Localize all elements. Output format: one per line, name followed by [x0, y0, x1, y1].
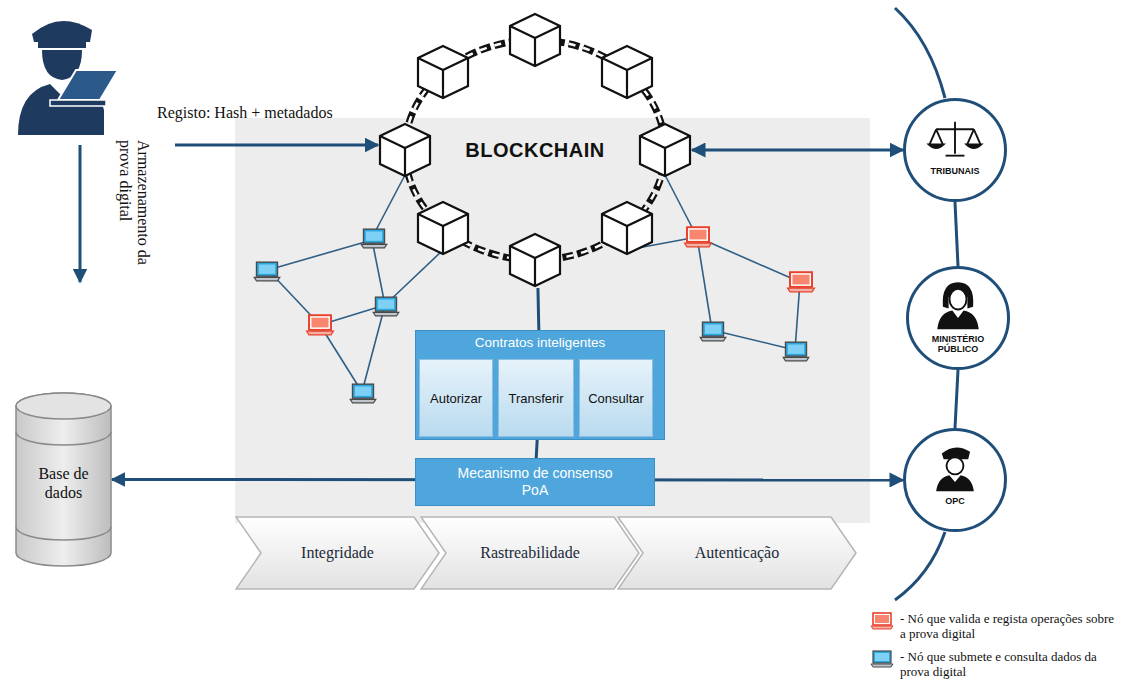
node-text: Transferir — [508, 391, 563, 406]
connector — [692, 149, 903, 152]
contracts-box: Contratos inteligentesAutorizar Transferi… — [415, 330, 665, 440]
actor-circle: TRIBUNAIS — [903, 98, 1007, 202]
connector — [955, 370, 958, 428]
node-text: Autorizar — [430, 391, 482, 406]
node-text: Integridade — [301, 544, 374, 562]
node-text: Contratos inteligentes — [416, 331, 664, 350]
node-text: Mecanismo de consenso PoA — [450, 465, 620, 499]
node-text: TRIBUNAIS — [916, 167, 994, 177]
legend-swatch — [870, 650, 894, 668]
property-chevron: Integridade — [235, 516, 440, 590]
legend-row: - Nó que valida e regista operações sobr… — [870, 612, 1120, 646]
action-button: Transferir — [498, 359, 574, 437]
node-text: BLOCKCHAIN — [465, 139, 604, 162]
consensus-box: Mecanismo de consenso PoA — [415, 458, 655, 506]
legend-text: - Nó que valida e regista operações sobr… — [900, 612, 1120, 642]
property-chevron: Autenticação — [617, 516, 857, 590]
connector — [955, 202, 958, 266]
flow-label: Armazenamento da prova digital — [115, 140, 152, 290]
node-text: Rastreabilidade — [480, 544, 580, 562]
legend-swatch — [870, 612, 894, 630]
property-chevron: Rastreabilidade — [420, 516, 640, 590]
connector — [536, 288, 540, 330]
database-cylinder: Base de dados — [15, 392, 112, 567]
actor-icon — [906, 101, 1004, 199]
node-text: Base de dados — [29, 465, 99, 502]
node-text: MINISTÉRIO PÚBLICO — [919, 335, 997, 355]
action-button: Consultar — [579, 359, 653, 437]
actor-circle: OPC — [903, 428, 1007, 532]
actor-circle: MINISTÉRIO PÚBLICO — [906, 266, 1010, 370]
actor-icon — [906, 431, 1004, 529]
blockchain-ring: BLOCKCHAIN — [378, 12, 692, 288]
connector — [535, 440, 539, 458]
node-text: OPC — [916, 497, 994, 507]
node-text: Consultar — [588, 391, 644, 406]
legend-row: - Nó que submete e consulta dados da pro… — [870, 650, 1120, 684]
node-text: Autenticação — [695, 544, 779, 562]
legend-text: - Nó que submete e consulta dados da pro… — [900, 650, 1120, 680]
flow-label: Registo: Hash + metadados — [157, 104, 333, 122]
action-button: Autorizar — [419, 359, 493, 437]
